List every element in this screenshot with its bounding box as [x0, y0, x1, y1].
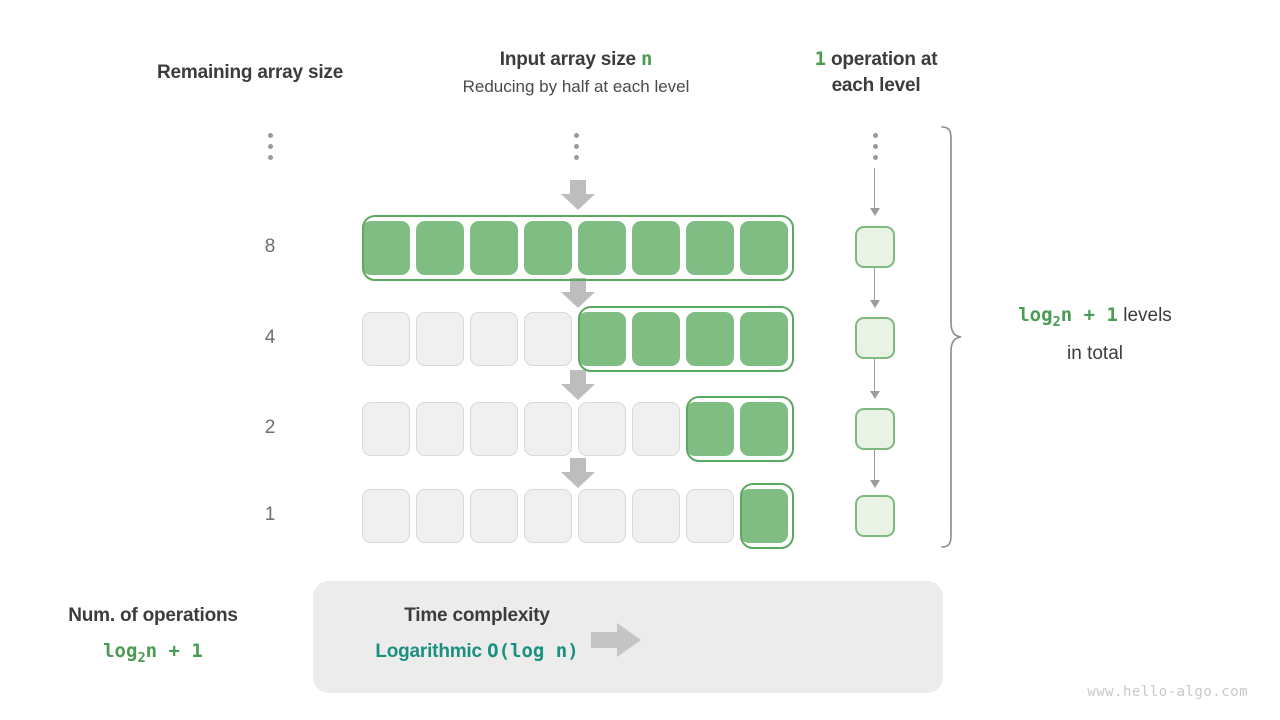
array-cell-active — [578, 221, 626, 275]
header-operations-text: operation at — [825, 49, 938, 70]
array-cell-inactive — [524, 402, 572, 456]
ellipsis-dots-left — [268, 133, 273, 160]
array-cell-inactive — [524, 489, 572, 543]
array-cell-inactive — [578, 402, 626, 456]
array-cell-inactive — [470, 402, 518, 456]
row-label-1: 1 — [264, 504, 276, 525]
operation-arrow-3 — [869, 450, 881, 488]
levels-word: levels — [1123, 305, 1172, 326]
summary-complexity-column: Time complexity Logarithmic O(log n) — [332, 599, 622, 670]
header-symbol-n: n — [641, 48, 653, 70]
operation-arrow-2 — [869, 359, 881, 399]
summary-operations-title: Num. of operations — [68, 605, 238, 626]
array-row-8 — [362, 221, 788, 275]
levels-total-label: log2n + 1 levels in total — [975, 300, 1215, 369]
level-down-arrow-3 — [561, 370, 595, 400]
array-row-2 — [362, 402, 788, 456]
array-cell-inactive — [686, 489, 734, 543]
operation-box-level-8 — [855, 226, 895, 268]
level-down-arrow-2 — [561, 278, 595, 308]
array-cell-active — [362, 221, 410, 275]
array-cell-inactive — [470, 489, 518, 543]
array-cell-inactive — [470, 312, 518, 366]
levels-word-line2: in total — [1067, 342, 1123, 364]
levels-formula: log2n + 1 — [1018, 304, 1118, 330]
array-cell-active — [578, 312, 626, 366]
array-cell-active — [470, 221, 518, 275]
array-cell-inactive — [632, 402, 680, 456]
header-operations-text-line2: each level — [831, 75, 921, 96]
array-cell-active — [416, 221, 464, 275]
watermark: www.hello-algo.com — [1087, 684, 1248, 700]
array-cell-inactive — [362, 402, 410, 456]
header-remaining-array-size: Remaining array size — [157, 62, 344, 83]
header-symbol-one: 1 — [814, 48, 826, 70]
array-cell-inactive — [416, 312, 464, 366]
array-cell-active — [740, 402, 788, 456]
array-cell-active — [686, 402, 734, 456]
array-cell-inactive — [578, 489, 626, 543]
row-label-8: 8 — [264, 236, 276, 257]
complexity-notation: O(log n) — [487, 640, 579, 662]
array-cell-inactive — [362, 312, 410, 366]
array-row-1 — [362, 489, 788, 543]
array-cell-active — [686, 312, 734, 366]
level-down-arrow-4 — [561, 458, 595, 488]
header-input-array-size-subtitle: Reducing by half at each level — [462, 77, 690, 96]
array-cell-active — [686, 221, 734, 275]
array-cell-inactive — [524, 312, 572, 366]
array-cell-active — [632, 312, 680, 366]
summary-operations-value: log2n + 1 — [103, 640, 203, 666]
row-label-4: 4 — [264, 327, 276, 348]
operation-box-level-2 — [855, 408, 895, 450]
array-cell-active — [740, 221, 788, 275]
right-arrow-icon — [591, 623, 641, 657]
array-cell-inactive — [362, 489, 410, 543]
array-cell-inactive — [632, 489, 680, 543]
array-cell-active — [740, 312, 788, 366]
header-input-array-size: Input array size n Reducing by half at e… — [400, 46, 752, 101]
levels-brace — [938, 126, 964, 553]
summary-complexity-title: Time complexity — [404, 605, 550, 626]
array-cell-inactive — [416, 402, 464, 456]
row-label-2: 2 — [264, 417, 276, 438]
array-cell-active — [524, 221, 572, 275]
ellipsis-dots-right — [873, 133, 878, 160]
complexity-name: Logarithmic — [375, 641, 482, 662]
ellipsis-dots-middle — [574, 133, 579, 160]
header-input-array-size-text: Input array size — [499, 49, 641, 70]
operation-box-level-4 — [855, 317, 895, 359]
operation-arrow-0 — [869, 168, 881, 216]
operation-box-level-1 — [855, 495, 895, 537]
array-cell-active — [632, 221, 680, 275]
summary-operations-column: Num. of operations log2n + 1 — [8, 599, 298, 676]
level-down-arrow-1 — [561, 180, 595, 210]
operation-arrow-1 — [869, 268, 881, 308]
array-cell-inactive — [416, 489, 464, 543]
array-row-4 — [362, 312, 788, 366]
header-operations-per-level: 1 operation at each level — [787, 46, 965, 99]
summary-complexity-value: Logarithmic O(log n) — [332, 633, 622, 670]
array-cell-active — [740, 489, 788, 543]
